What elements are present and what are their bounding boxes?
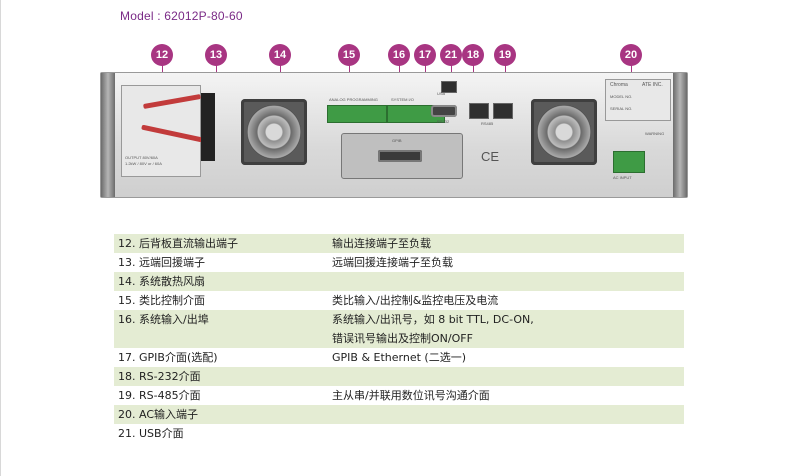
- item-desc-line: 系统输入/出讯号，如 8 bit TTL, DC-ON,: [332, 313, 534, 326]
- marker-16: 16: [388, 44, 410, 66]
- rear-panel: OUTPUT 80V/60A 1.2kW / 80V or / 60A ANAL…: [100, 72, 688, 198]
- cooling-fan-left: [241, 99, 307, 165]
- item-label: 17. GPIB介面(选配): [118, 351, 218, 364]
- model-title: Model : 62012P-80-60: [120, 9, 243, 23]
- item-desc: 主从串/并联用数位讯号沟通介面: [332, 389, 490, 402]
- item-desc: 类比输入/出控制&监控电压及电流: [332, 294, 499, 307]
- marker-20: 20: [620, 44, 642, 66]
- table-row: 12. 后背板直流输出端子 输出连接端子至负载: [114, 234, 684, 253]
- output-sub-label: 1.2kW / 80V or / 60A: [125, 161, 162, 166]
- serial-no-label: SERIAL NO.: [610, 106, 633, 111]
- table-row: 20. AC输入端子: [114, 405, 684, 424]
- warning-label: WARNING: [645, 131, 665, 136]
- usb-label: USB: [437, 91, 446, 96]
- item-label: 20. AC输入端子: [118, 408, 199, 421]
- model-no-label: MODEL NO.: [610, 94, 633, 99]
- item-label: 18. RS-232介面: [118, 370, 201, 383]
- nameplate: Chroma ATE INC. MODEL NO. SERIAL NO.: [605, 79, 671, 121]
- item-label: 16. 系统输入/出埠: [118, 313, 209, 326]
- gpib-label: GPIB: [392, 138, 402, 143]
- page-left-border: [0, 0, 1, 476]
- item-desc: 系统输入/出讯号，如 8 bit TTL, DC-ON, 错误讯号输出及控制ON…: [332, 310, 534, 348]
- item-desc: 输出连接端子至负载: [332, 237, 431, 250]
- rs232-label: RS232: [437, 119, 450, 124]
- table-row: 17. GPIB介面(选配) GPIB & Ethernet (二选一): [114, 348, 684, 367]
- usb-port[interactable]: [441, 81, 457, 93]
- component-table: 12. 后背板直流输出端子 输出连接端子至负载 13. 远端回援端子 远端回援连…: [114, 234, 684, 443]
- table-row: 15. 类比控制介面 类比输入/出控制&监控电压及电流: [114, 291, 684, 310]
- rs485-label: RS485: [481, 121, 494, 126]
- marker-17: 17: [414, 44, 436, 66]
- item-desc: 远端回援连接端子至负载: [332, 256, 453, 269]
- marker-13: 13: [205, 44, 227, 66]
- table-row: 14. 系统散热风扇: [114, 272, 684, 291]
- marker-12: 12: [151, 44, 173, 66]
- item-desc: GPIB & Ethernet (二选一): [332, 351, 466, 364]
- rack-rail-right: [673, 73, 687, 197]
- rs485-port-2[interactable]: [493, 103, 513, 119]
- table-row: 21. USB介面: [114, 424, 684, 443]
- brand-sub-label: ATE INC.: [642, 82, 663, 88]
- table-row: 18. RS-232介面: [114, 367, 684, 386]
- marker-19: 19: [494, 44, 516, 66]
- table-row: 16. 系统输入/出埠 系统输入/出讯号，如 8 bit TTL, DC-ON,…: [114, 310, 684, 348]
- ce-mark: CE: [481, 149, 500, 164]
- table-row: 19. RS-485介面 主从串/并联用数位讯号沟通介面: [114, 386, 684, 405]
- item-label: 13. 远端回援端子: [118, 256, 205, 269]
- cooling-fan-right: [531, 99, 597, 165]
- analog-label: ANALOG PROGRAMMING: [329, 97, 378, 102]
- ac-input-label: AC INPUT: [613, 175, 632, 180]
- analog-programming-connector[interactable]: [327, 105, 387, 123]
- marker-21: 21: [440, 44, 462, 66]
- gpib-card: GPIB: [341, 133, 463, 179]
- item-label: 15. 类比控制介面: [118, 294, 205, 307]
- item-label: 12. 后背板直流输出端子: [118, 237, 238, 250]
- output-label: OUTPUT 80V/60A: [125, 155, 158, 160]
- gpib-connector[interactable]: [378, 150, 422, 162]
- item-label: 14. 系统散热风扇: [118, 275, 205, 288]
- marker-15: 15: [338, 44, 360, 66]
- ac-input-connector[interactable]: [613, 151, 645, 173]
- item-desc-line: 错误讯号输出及控制ON/OFF: [332, 332, 473, 345]
- marker-18: 18: [462, 44, 484, 66]
- item-label: 21. USB介面: [118, 427, 184, 440]
- sense-terminal-block: [201, 93, 215, 161]
- marker-14: 14: [269, 44, 291, 66]
- brand-label: Chroma: [610, 82, 628, 88]
- rack-rail-left: [101, 73, 115, 197]
- item-label: 19. RS-485介面: [118, 389, 201, 402]
- rs232-port[interactable]: [431, 105, 457, 117]
- table-row: 13. 远端回援端子 远端回援连接端子至负载: [114, 253, 684, 272]
- system-io-label: SYSTEM I/O: [391, 97, 414, 102]
- rs485-port-1[interactable]: [469, 103, 489, 119]
